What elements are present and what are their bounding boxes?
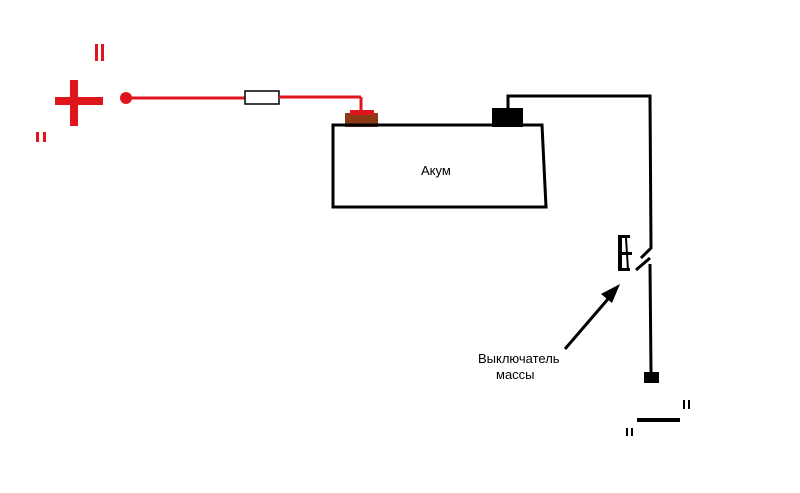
switch-icon	[618, 235, 651, 272]
ground-wire-to-switch	[506, 94, 653, 260]
plus-vertical-bar	[70, 80, 78, 126]
battery-positive-terminal-top	[350, 110, 374, 115]
arrow-icon	[563, 284, 620, 350]
battery-negative-terminal	[492, 108, 523, 127]
minus-quote-left	[626, 428, 633, 436]
plus-horizontal-bar	[55, 97, 103, 105]
plus-quote-bottom	[36, 132, 46, 142]
minus-icon	[637, 418, 680, 422]
ground-wire-to-body	[648, 263, 653, 373]
battery-label: Акум	[421, 163, 451, 178]
plus-icon	[55, 80, 103, 126]
ground-terminal-icon	[644, 372, 659, 383]
battery-body	[331, 123, 548, 209]
plus-quote-top	[95, 44, 104, 61]
fuse-icon	[244, 90, 280, 105]
switch-label-line1: Выключатель	[478, 351, 560, 366]
minus-quote-right	[683, 400, 690, 409]
switch-label-line2: массы	[496, 367, 535, 382]
